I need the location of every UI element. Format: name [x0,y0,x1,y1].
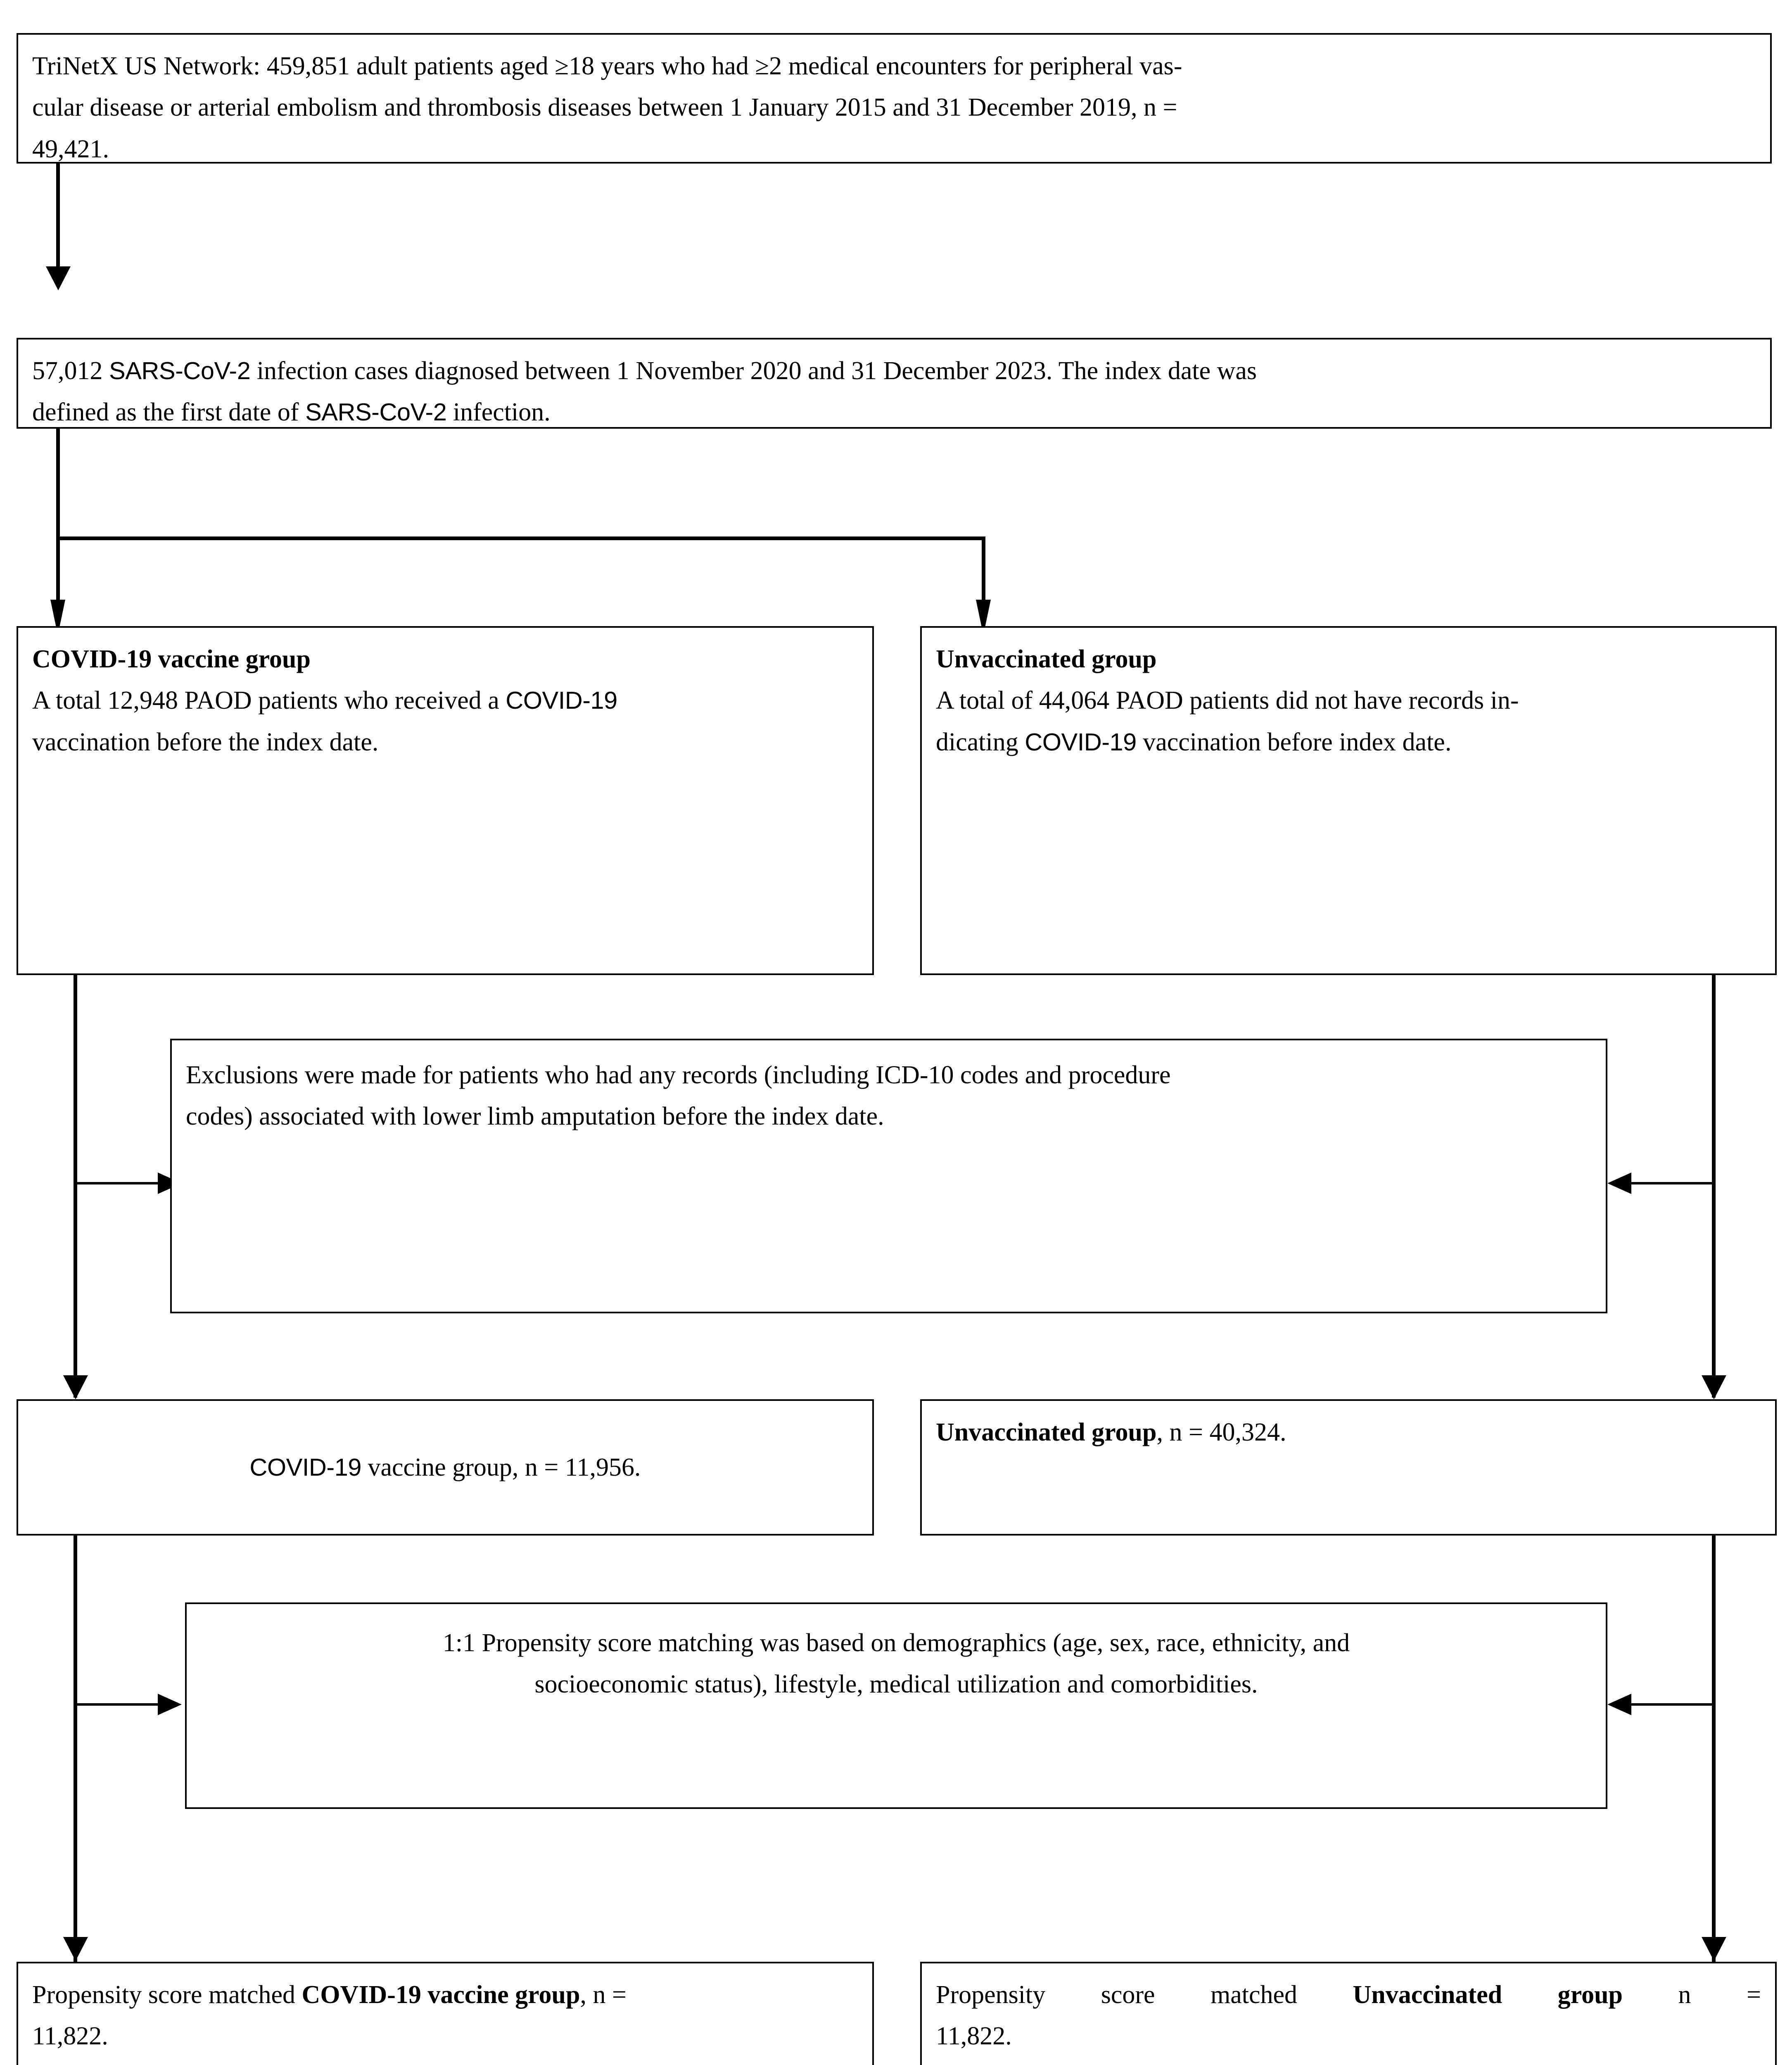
psm-line-2: socioeconomic status), lifestyle, medica… [534,1670,1258,1699]
vaccine-group-heading: COVID-19 vaccine group [32,645,311,673]
connector-infection-left-drop [56,536,60,603]
covid-19-acronym-2: COVID-19 [1025,728,1137,756]
vaccine-group-line-1-pre: A total 12,948 PAOD patients who receive… [32,686,506,715]
connector-left-to-exclusions [77,1182,158,1184]
sars-cov-2-acronym: SARS-CoV-2 [109,357,251,385]
covid-19-acronym: COVID-19 [506,686,617,714]
infection-count: 57,012 [32,357,103,385]
unvaccinated-group-line-1: A total of 44,064 PAOD patients did not … [936,686,1519,715]
matched-unvaccinated-pre: Propensity score matched [936,1981,1353,2009]
connector-right-to-exclusions [1631,1182,1712,1184]
arrowhead-unvaccinated-to-unvaccinated-n [1702,1375,1726,1399]
box-matched-vaccine-group: Propensity score matched COVID-19 vaccin… [17,1962,874,2065]
matched-vaccine-bold: COVID-19 vaccine group [301,1981,580,2009]
source-cohort-line-1: TriNetX US Network: 459,851 adult patien… [32,52,1182,80]
box-unvaccinated-group-n: Unvaccinated group, n = 40,324. [920,1399,1777,1536]
psm-line-1: 1:1 Propensity score matching was based … [442,1629,1350,1657]
arrowhead-vaccine-n-to-matched [63,1937,88,1961]
box-exclusions: Exclusions were made for patients who ha… [170,1039,1607,1313]
matched-unvaccinated-post: n = [1623,1981,1761,2009]
matched-vaccine-line-1: Propensity score matched COVID-19 vaccin… [32,1974,858,2015]
arrowhead-right-to-exclusions [1607,1173,1631,1194]
unvaccinated-group-line-2-pre: dicating [936,728,1025,756]
infection-cases-line-2: defined as the first date of SARS-CoV-2 … [32,392,1756,433]
infection-cases-line-2-rest: infection. [446,398,551,427]
matched-vaccine-post: , n = [580,1981,627,2009]
connector-vaccine-to-vaccine-n [74,975,77,1398]
connector-infection-crossbar [56,536,985,540]
infection-cases-line-1: 57,012 SARS-CoV-2 infection cases diagno… [32,350,1756,392]
box-source-cohort: TriNetX US Network: 459,851 adult patien… [17,33,1772,164]
connector-infection-right-drop [982,536,985,603]
connector-vaccine-n-to-matched [74,1536,77,1962]
arrowhead-unvaccinated-n-to-matched [1702,1937,1726,1961]
vaccine-group-line-1: A total 12,948 PAOD patients who receive… [32,680,858,721]
unvaccinated-group-n-bold: Unvaccinated group [936,1418,1157,1446]
connector-right-to-psm [1631,1703,1712,1706]
box-unvaccinated-group: Unvaccinated group A total of 44,064 PAO… [920,626,1777,975]
arrowhead-vaccine-to-vaccine-n [63,1375,88,1399]
arrowhead-right-to-psm [1607,1694,1631,1715]
unvaccinated-group-heading: Unvaccinated group [936,645,1157,673]
exclusions-line-2: codes) associated with lower limb amputa… [186,1102,884,1131]
exclusions-line-1: Exclusions were made for patients who ha… [186,1061,1171,1089]
matched-unvaccinated-bold: Unvaccinated group [1353,1981,1623,2009]
unvaccinated-group-n-text: Unvaccinated group, n = 40,324. [936,1412,1761,1453]
unvaccinated-group-n-rest: , n = 40,324. [1156,1418,1286,1446]
box-matched-unvaccinated-group: Propensity score matched Unvaccinated gr… [920,1962,1777,2065]
vaccine-group-n-text: COVID-19 vaccine group, n = 11,956. [249,1447,641,1488]
sars-cov-2-acronym-2: SARS-CoV-2 [305,398,447,426]
box-propensity-score-matching: 1:1 Propensity score matching was based … [185,1602,1607,1809]
unvaccinated-group-line-2-rest: vaccination before index date. [1136,728,1452,756]
connector-source-to-infection [56,164,60,269]
connector-left-to-psm [77,1703,158,1706]
matched-vaccine-line-2: 11,822. [32,2022,108,2051]
connector-unvaccinated-n-to-matched [1712,1536,1716,1962]
covid-19-acronym-3: COVID-19 [249,1453,361,1481]
matched-vaccine-pre: Propensity score matched [32,1981,302,2009]
vaccine-group-n-rest: vaccine group, n = 11,956. [361,1453,641,1481]
box-vaccine-group-n: COVID-19 vaccine group, n = 11,956. [17,1399,874,1536]
connector-unvaccinated-to-unvaccinated-n [1712,975,1716,1398]
vaccine-group-line-2: vaccination before the index date. [32,728,379,756]
matched-unvaccinated-line-2: 11,822. [936,2022,1012,2051]
unvaccinated-group-line-2: dicating COVID-19 vaccination before ind… [936,722,1761,763]
arrowhead-source-to-infection [46,266,71,290]
box-vaccine-group: COVID-19 vaccine group A total 12,948 PA… [17,626,874,975]
connector-infection-stem [56,429,60,540]
source-cohort-line-3: 49,421. [32,135,109,163]
infection-cases-line-1-rest: infection cases diagnosed between 1 Nove… [250,357,1257,385]
arrowhead-left-to-psm [158,1694,182,1715]
source-cohort-line-2: cular disease or arterial embolism and t… [32,93,1177,122]
matched-unvaccinated-line-1: Propensity score matched Unvaccinated gr… [936,1974,1761,2015]
infection-cases-line-2-pre: defined as the first date of [32,398,306,427]
box-infection-cases: 57,012 SARS-CoV-2 infection cases diagno… [17,338,1772,429]
